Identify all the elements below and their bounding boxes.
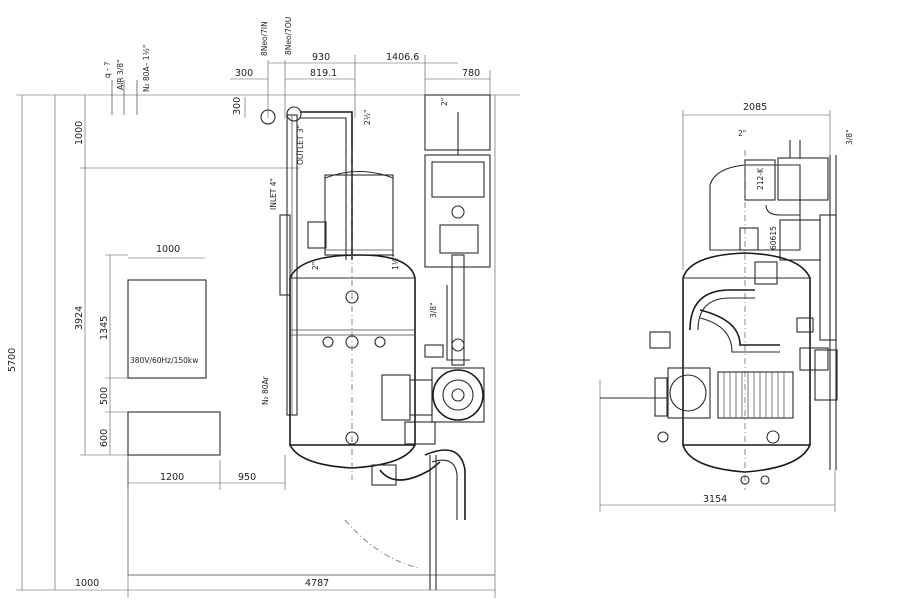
side-label-2: 2" [738, 129, 746, 138]
left-dimensions: 5700 1000 3924 1345 500 600 1000 1200 95… [7, 52, 520, 598]
label-conn-1: q - ? [103, 62, 112, 78]
label-n2: N₂ 80A– 1½" [142, 45, 151, 92]
vessel-side-view [600, 140, 838, 490]
side-label-38: 3/8" [845, 129, 854, 145]
dim-side-width-bottom: 3154 [703, 494, 727, 505]
dim-offset-950: 950 [238, 472, 256, 483]
dim-mid-height: 3924 [74, 306, 85, 330]
dim-top-780: 780 [462, 68, 480, 79]
label-inlet: INLET 4" [269, 178, 278, 210]
dim-offset-1200: 1200 [160, 472, 184, 483]
dim-gap-500: 500 [99, 387, 110, 405]
side-label-212: 212-K [756, 167, 765, 190]
dim-top-300-vertical: 300 [232, 97, 243, 115]
side-label-6015: 60615 [769, 226, 778, 250]
dim-panel-height: 1345 [99, 316, 110, 340]
label-n2-side: N₂ 80Ar [261, 375, 270, 405]
dim-top-300-horizontal: 300 [235, 68, 253, 79]
side-view-dimensions: 2085 3154 3/8" 2" 212-K 60615 [599, 102, 854, 512]
dim-panel-width: 1000 [156, 244, 180, 255]
label-pipe-out: 8Neo/7OU [284, 17, 293, 55]
electrical-panel: 380V/60Hz/150kw [127, 279, 221, 456]
dim-upper-height: 1000 [74, 121, 85, 145]
label-size-2half: 2½" [363, 110, 372, 126]
heater-coil-lines [723, 372, 785, 418]
label-outlet: OUTLET 3" [296, 125, 305, 165]
label-air: AIR 3/8" [116, 60, 125, 90]
panel-rating: 380V/60Hz/150kw [130, 356, 198, 365]
dim-total-height: 5700 [7, 348, 18, 372]
dim-top-819: 819.1 [310, 68, 337, 79]
top-connection-labels: q - ? AIR 3/8" N₂ 80A– 1½" 8Neo/7IN 8Neo… [103, 17, 293, 115]
label-size-2b: 2" [440, 98, 449, 106]
dim-total-width: 4787 [305, 578, 329, 589]
label-pipe-in: 8Neo/7IN [260, 21, 269, 56]
main-vessel-front: INLET 4" OUTLET 3" 2½" 2" 1½" 3/8" N₂ 80… [260, 94, 491, 590]
dim-side-width-top: 2085 [743, 102, 767, 113]
dim-top-930: 930 [312, 52, 330, 63]
dim-bottom-left-1000: 1000 [75, 578, 99, 589]
label-size-2: 2" [311, 262, 320, 270]
label-size-1half: 1½" [391, 255, 400, 271]
dim-lower-box-height: 600 [99, 429, 110, 447]
dim-top-1406: 1406.6 [386, 52, 419, 63]
label-size-38: 3/8" [429, 302, 438, 318]
